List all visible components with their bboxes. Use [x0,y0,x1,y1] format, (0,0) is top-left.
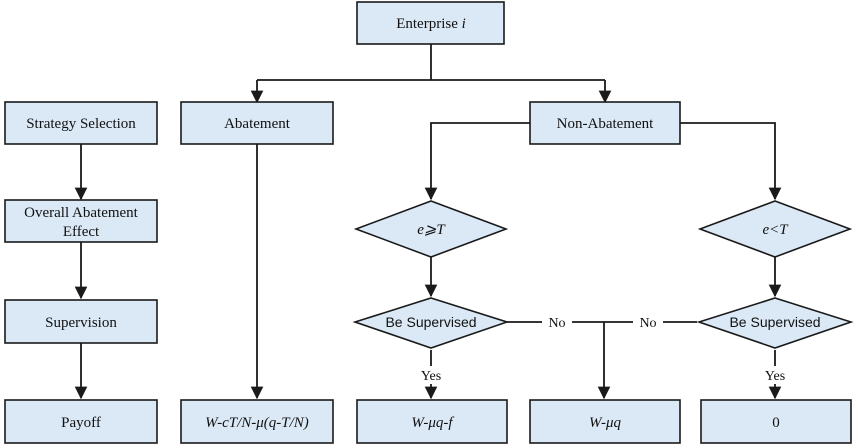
node-overall-abatement-effect: Overall Abatement Effect [4,199,158,243]
overall-label-line1: Overall Abatement [24,205,139,221]
svg-text:Enterprise i: Enterprise i [396,16,466,32]
label-no-right: No [639,316,656,331]
node-non-abatement: Non-Abatement [529,101,681,145]
node-abatement: Abatement [180,101,334,145]
label-yes-right: Yes [765,369,785,384]
node-payoff-no: W-μq [529,399,681,444]
condition-ge-label: e⩾T [417,222,446,238]
node-enterprise: Enterprise i [356,1,505,45]
node-be-supervised-left: Be Supervised [352,297,510,349]
node-strategy-selection: Strategy Selection [4,101,158,145]
label-no-left: No [548,316,565,331]
edge-labels: No No Yes Yes [413,313,793,384]
abatement-label: Abatement [224,116,291,132]
non-abatement-label: Non-Abatement [557,116,654,132]
label-yes-left: Yes [421,369,441,384]
node-condition-lt: e<T [697,200,853,258]
condition-lt-label: e<T [762,222,789,238]
node-payoff-abatement: W-cT/N-μ(q-T/N) [180,399,334,444]
edge-nonabatement-to-lt [680,122,782,201]
payoff-yes-left-label: W-μq-f [411,415,454,431]
edge-nonabatement-to-ge [424,122,530,201]
supervision-label: Supervision [45,315,117,331]
node-payoff: Payoff [4,399,158,444]
payoff-abatement-label: W-cT/N-μ(q-T/N) [205,415,309,431]
node-payoff-yes-left: W-μq-f [356,399,508,444]
strategy-selection-label: Strategy Selection [26,116,136,132]
payoff-yes-right-label: 0 [772,415,780,431]
be-supervised-right-label: Be Supervised [729,314,820,330]
payoff-label: Payoff [61,415,101,431]
node-condition-ge: e⩾T [353,200,509,258]
payoff-no-label: W-μq [589,415,621,431]
enterprise-label: Enterprise [396,16,461,32]
be-supervised-left-label: Be Supervised [385,314,476,330]
node-supervision: Supervision [4,299,158,344]
overall-label-line2: Effect [63,224,100,240]
enterprise-var: i [462,16,466,32]
node-be-supervised-right: Be Supervised [696,297,854,349]
node-payoff-yes-right: 0 [700,399,852,444]
